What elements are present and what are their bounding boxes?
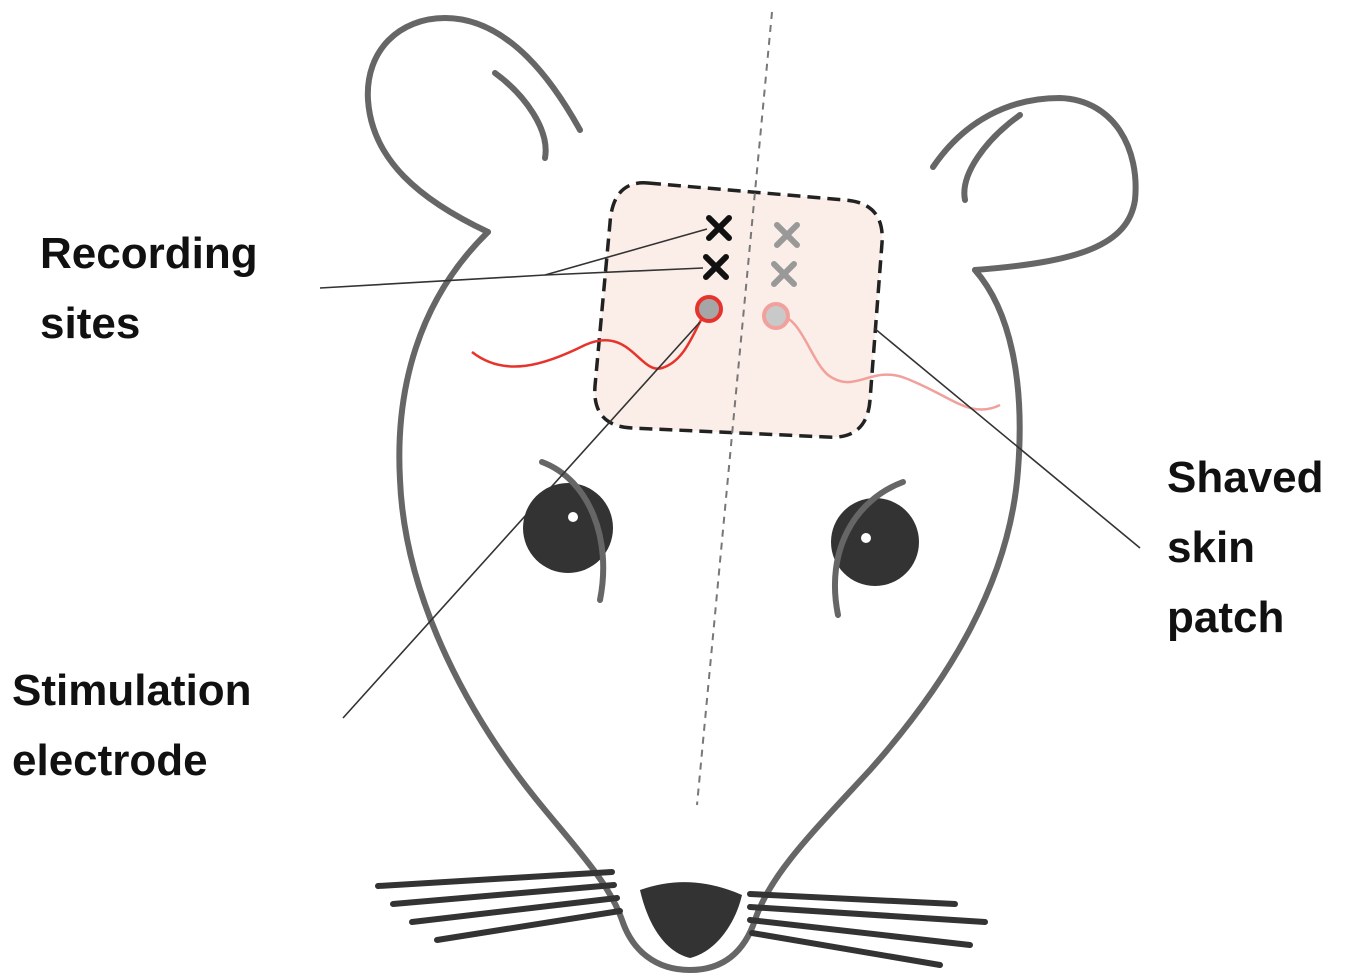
right-ear	[933, 98, 1136, 270]
label-stimulation-electrode: Stimulation electrode	[12, 666, 264, 785]
label-patch-line1: Shaved	[1167, 453, 1324, 502]
label-stimulation-line2: electrode	[12, 736, 208, 785]
label-stimulation-line1: Stimulation	[12, 666, 252, 715]
left-ear	[368, 18, 580, 232]
leader-line-stimulation	[343, 322, 700, 718]
label-patch-line2: skin	[1167, 523, 1255, 572]
label-recording-sites: Recording sites	[40, 229, 270, 348]
leader-line-recording	[320, 275, 545, 288]
label-recording-line2: sites	[40, 299, 140, 348]
leader-line-patch	[874, 328, 1140, 548]
circle-electrode-icon	[764, 304, 788, 328]
left-eye	[523, 462, 613, 600]
nose	[640, 882, 742, 958]
label-patch-line3: patch	[1167, 593, 1284, 642]
label-shaved-skin-patch: Shaved skin patch	[1167, 453, 1336, 642]
right-eye	[831, 482, 919, 615]
circle-electrode-icon	[697, 297, 721, 321]
shaved-skin-patch	[595, 183, 882, 437]
label-recording-line1: Recording	[40, 229, 258, 278]
